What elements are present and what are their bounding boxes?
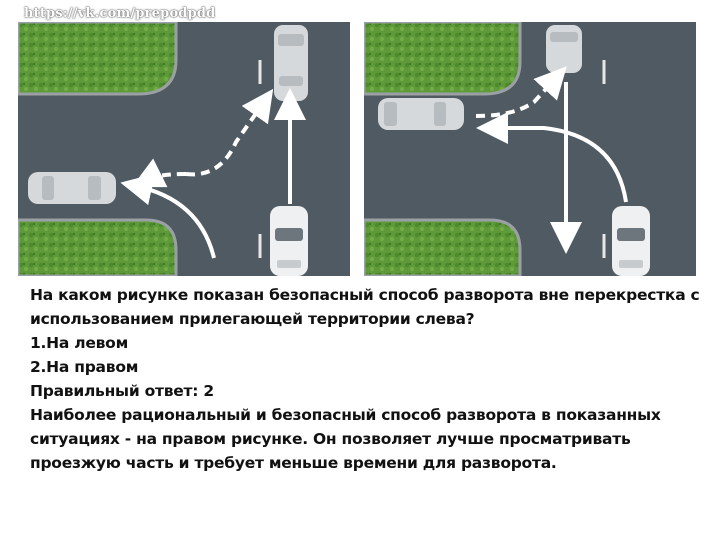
car-top xyxy=(546,25,582,73)
right-illustration xyxy=(364,22,696,276)
car-bottom xyxy=(270,206,308,276)
car-side xyxy=(28,172,116,204)
option-1: 1.На левом xyxy=(30,334,128,352)
explanation-text: Наиболее рациональный и безопасный спосо… xyxy=(30,406,661,472)
car-top xyxy=(274,25,308,101)
car-side xyxy=(378,98,464,130)
watermark-url: https://vk.com/prepodpdd xyxy=(24,6,216,21)
question-text: На каком рисунке показан безопасный спос… xyxy=(30,286,700,328)
question-text-block: На каком рисунке показан безопасный спос… xyxy=(30,283,702,475)
left-illustration xyxy=(18,22,350,276)
option-2: 2.На правом xyxy=(30,358,139,376)
correct-answer: Правильный ответ: 2 xyxy=(30,382,214,400)
car-bottom xyxy=(612,206,650,276)
